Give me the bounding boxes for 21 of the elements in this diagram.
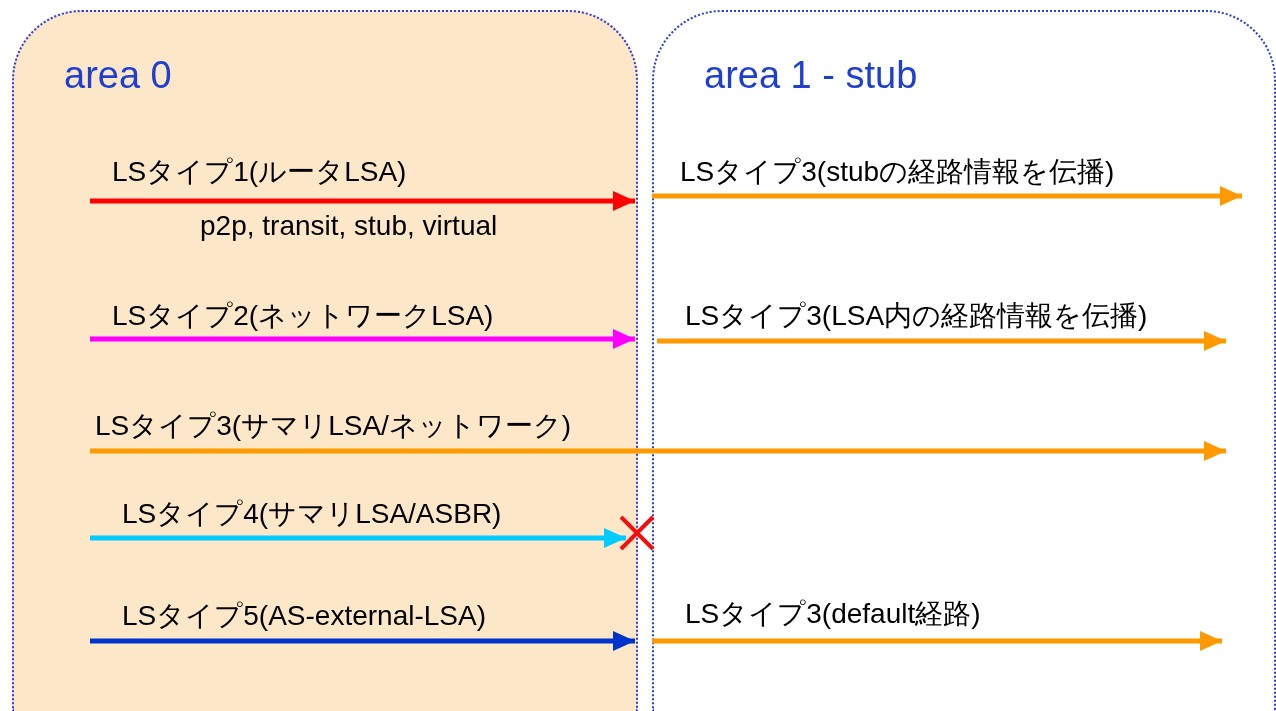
edge-label: LSタイプ3(stubの経路情報を伝播) [680,158,1115,186]
edge-label: LSタイプ3(default経路) [685,600,981,628]
note-text: p2p, transit, stub, virtual [200,212,498,240]
arrow [90,191,635,211]
arrow [90,441,1226,461]
arrow [90,631,635,651]
edge-label: LSタイプ5(AS-external-LSA) [122,602,486,630]
area-title: area 0 [64,56,172,94]
edge-label: LSタイプ1(ルータLSA) [112,158,407,186]
area-box [12,10,638,711]
arrow [657,331,1226,351]
area-title: area 1 - stub [704,56,918,94]
edge-label: LSタイプ2(ネットワークLSA) [112,302,494,330]
edge-label: LSタイプ4(サマリLSA/ASBR) [122,500,502,528]
arrow [90,329,635,349]
area-box [652,10,1276,711]
arrow [652,631,1222,651]
arrow [652,186,1242,206]
edge-label: LSタイプ3(LSA内の経路情報を伝播) [685,302,1148,330]
edge-label: LSタイプ3(サマリLSA/ネットワーク) [95,412,572,440]
arrow [90,528,626,548]
